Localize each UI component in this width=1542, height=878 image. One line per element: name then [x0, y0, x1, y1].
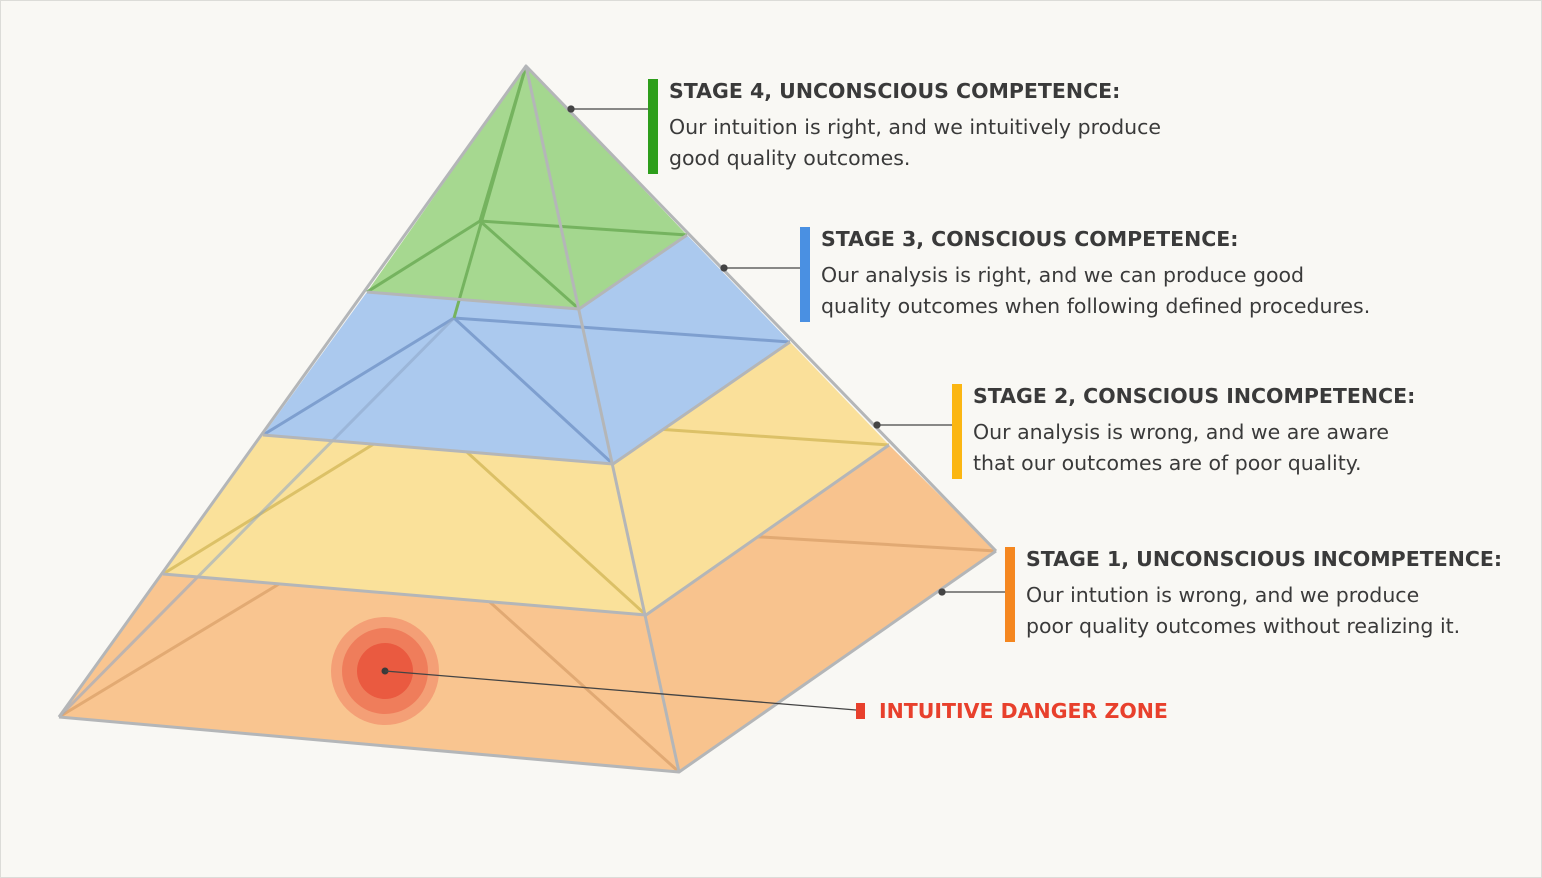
pyramid-hidden-edges: [57, 316, 456, 719]
stage2-callout: STAGE 2, CONSCIOUS INCOMPETENCE: Our ana…: [952, 384, 1415, 479]
stage4-desc-line2: good quality outcomes.: [669, 146, 911, 170]
stage4-desc-line1: Our intuition is right, and we intuitive…: [669, 115, 1161, 139]
stage3-title: STAGE 3, CONSCIOUS COMPETENCE:: [821, 227, 1239, 251]
stage3-description: Our analysis is right, and we can produc…: [821, 260, 1370, 322]
danger-zone-label: INTUITIVE DANGER ZONE: [879, 699, 1168, 723]
stage4-title: STAGE 4, UNCONSCIOUS COMPETENCE:: [669, 79, 1121, 103]
pyramid-outline: [57, 64, 998, 774]
pyramid-layer-stage3: [262, 235, 791, 466]
leader-line-danger: [384, 670, 857, 711]
stage3-desc-line2: quality outcomes when following defined …: [821, 294, 1371, 318]
danger-zone-callout: INTUITIVE DANGER ZONE: [856, 699, 1168, 723]
danger-zone-marker: [856, 703, 865, 719]
stage1-description: Our intution is wrong, and we produce po…: [1026, 580, 1502, 642]
stage2-title: STAGE 2, CONSCIOUS INCOMPETENCE:: [973, 384, 1416, 408]
stage3-callout: STAGE 3, CONSCIOUS COMPETENCE: Our analy…: [800, 227, 1370, 322]
stage2-desc-line2: that our outcomes are of poor quality.: [973, 451, 1362, 475]
stage1-desc-line2: poor quality outcomes without realizing …: [1026, 614, 1461, 638]
stage2-desc-line1: Our analysis is wrong, and we are aware: [973, 420, 1389, 444]
stage1-desc-line1: Our intution is wrong, and we produce: [1026, 583, 1420, 607]
stage4-callout: STAGE 4, UNCONSCIOUS COMPETENCE: Our int…: [648, 79, 1161, 174]
stage3-desc-line1: Our analysis is right, and we can produc…: [821, 263, 1305, 287]
stage1-title: STAGE 1, UNCONSCIOUS INCOMPETENCE:: [1026, 547, 1503, 571]
stage1-callout: STAGE 1, UNCONSCIOUS INCOMPETENCE: Our i…: [1005, 547, 1502, 642]
leader-lines: [384, 105, 1006, 711]
stage2-description: Our analysis is wrong, and we are aware …: [973, 417, 1415, 479]
stage4-description: Our intuition is right, and we intuitive…: [669, 112, 1161, 174]
